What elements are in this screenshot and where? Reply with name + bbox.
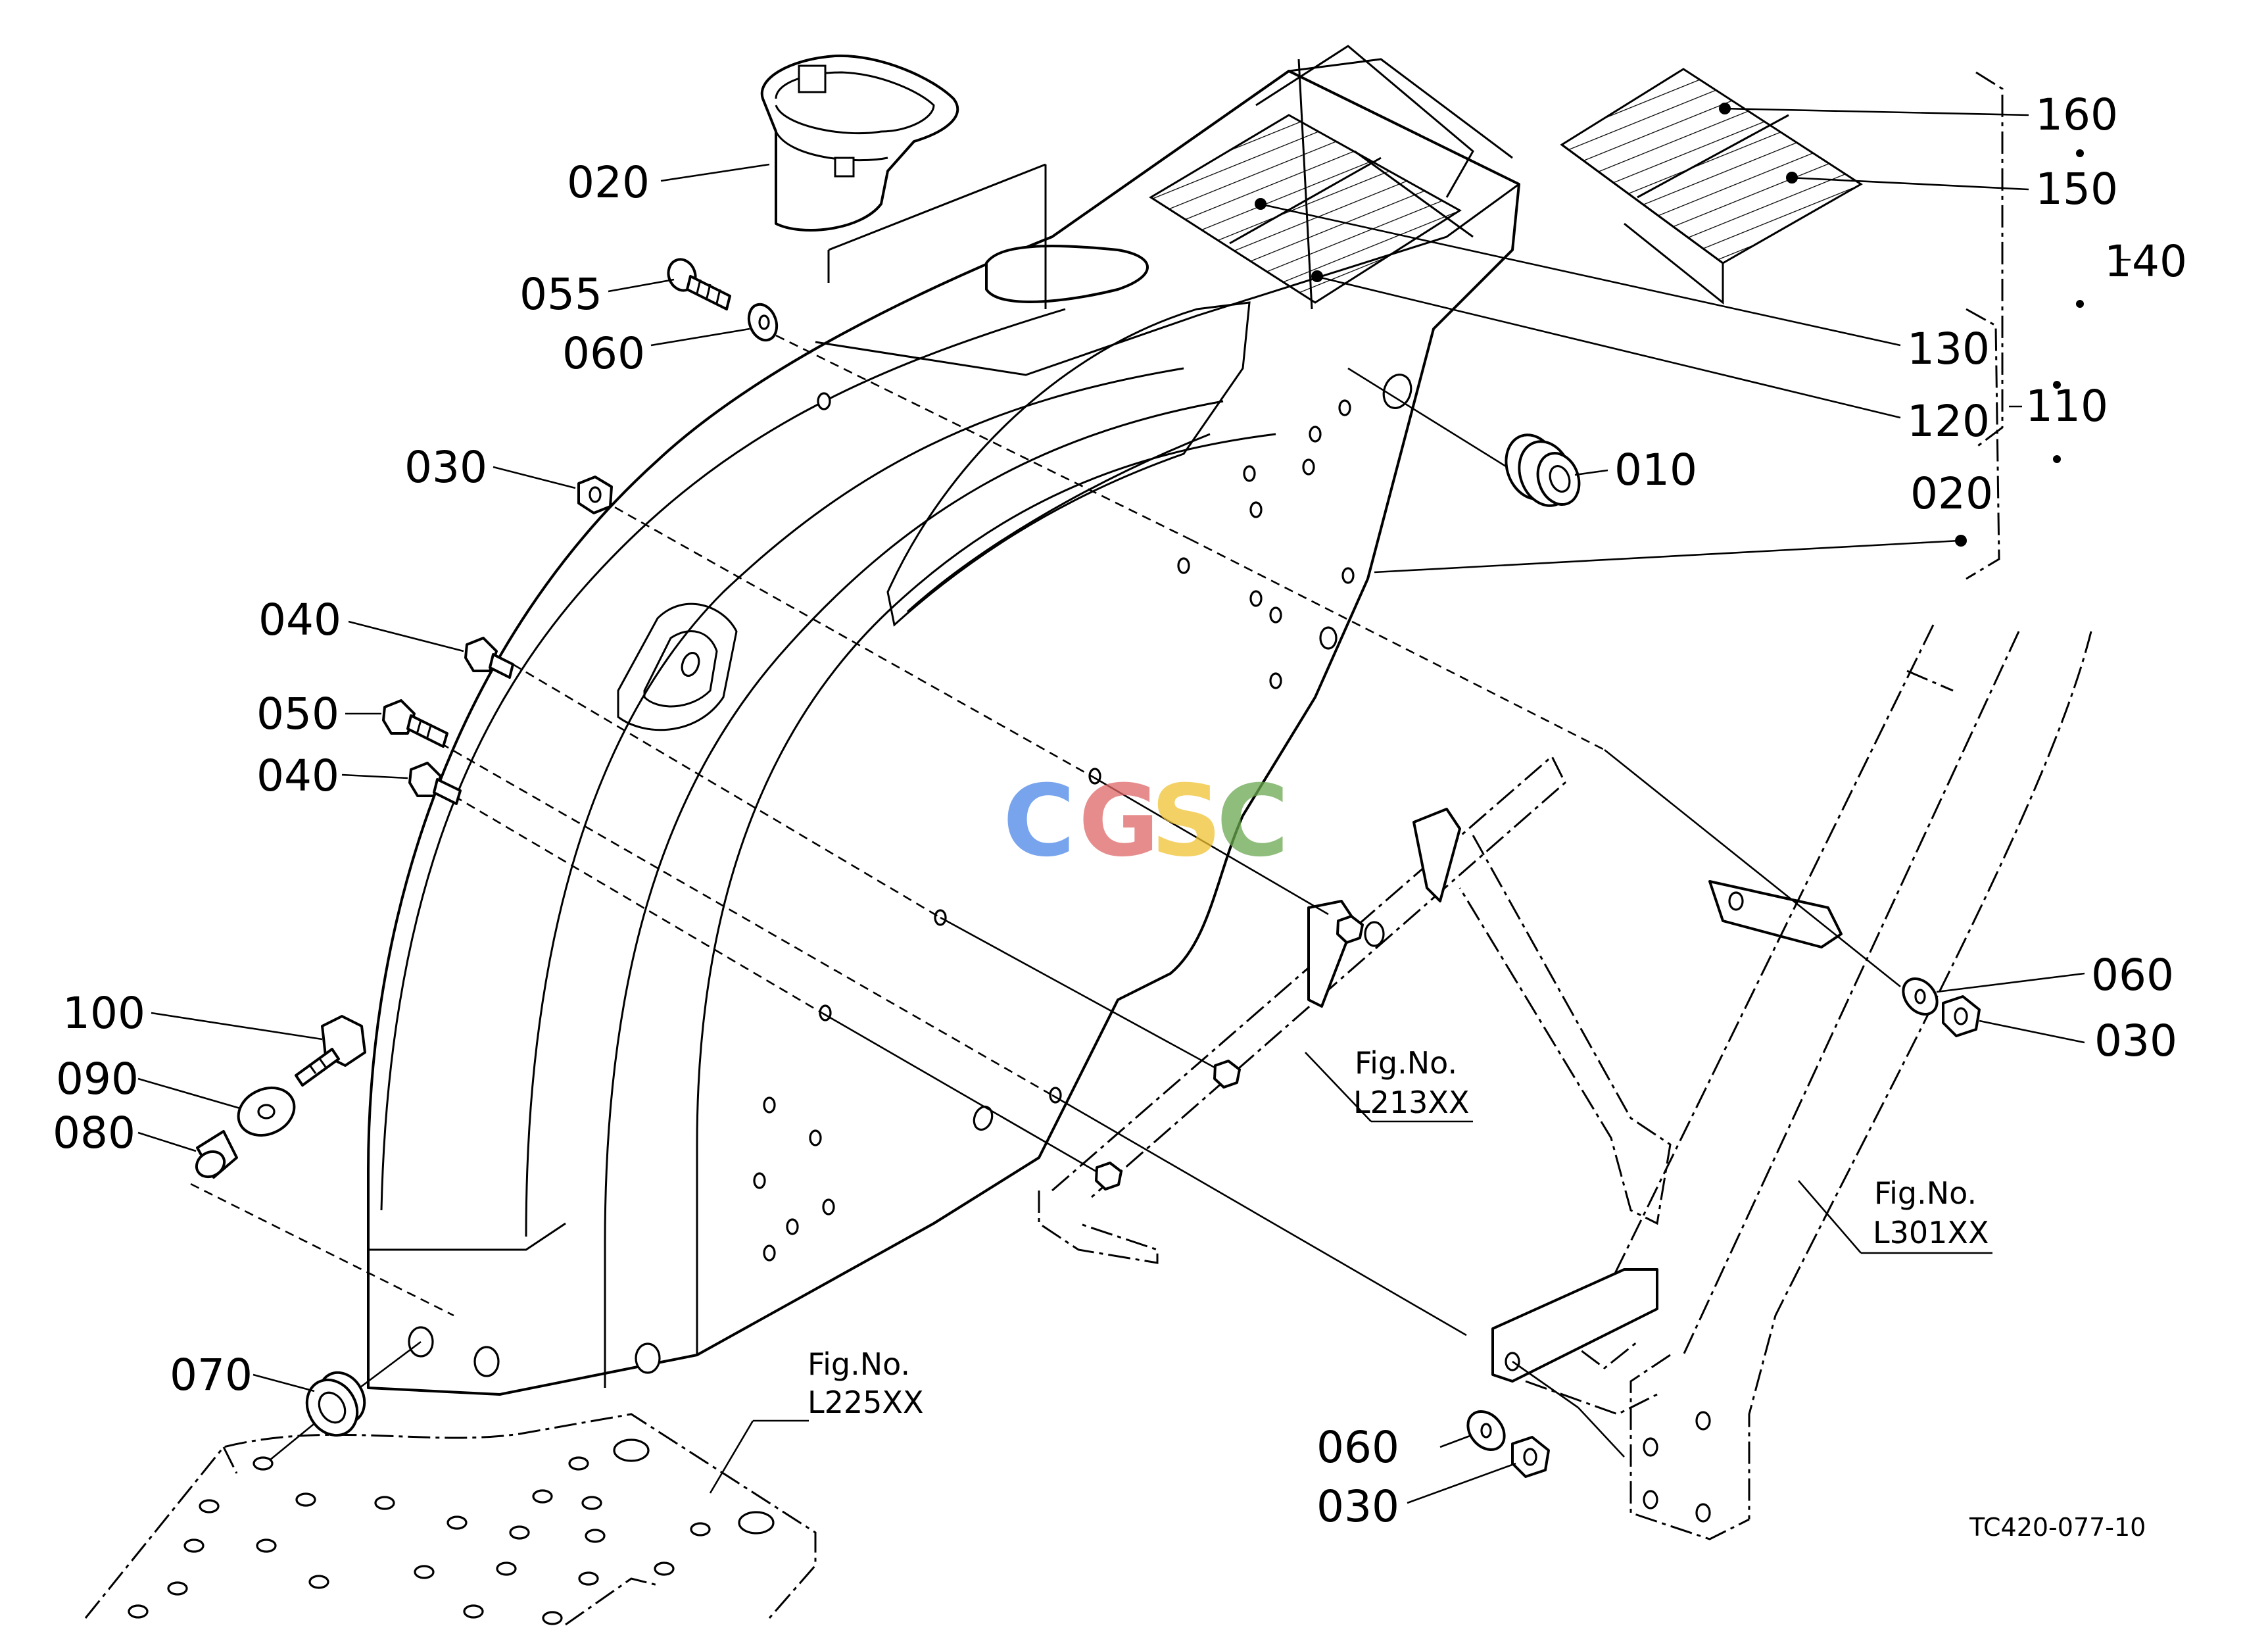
washer-060-top xyxy=(747,303,779,342)
fig-ref-number: L213XX xyxy=(1353,1085,1469,1120)
part-label: 060 xyxy=(1316,1422,1399,1473)
rops-frame xyxy=(1491,624,2092,1540)
part-label: 150 xyxy=(2035,164,2118,214)
watermark-logo: C G S C xyxy=(1003,764,1289,879)
fender-panel xyxy=(367,45,1520,1396)
part-label: 030 xyxy=(2094,1016,2177,1066)
washer-060-right xyxy=(1902,977,1939,1016)
fig-ref-title: Fig.No. xyxy=(1355,1045,1457,1081)
part-label: 040 xyxy=(256,750,339,801)
part-label: 030 xyxy=(1316,1481,1399,1532)
grommet-010 xyxy=(1505,433,1581,507)
stud-100 xyxy=(295,1015,366,1087)
part-labels: 020 055 060 030 040 050 040 100 090 080 … xyxy=(53,89,2187,1532)
part-label: 055 xyxy=(519,269,602,320)
part-label: 070 xyxy=(170,1350,253,1400)
bolt-055 xyxy=(667,258,731,310)
watermark-letter-3: S xyxy=(1151,764,1222,879)
part-label: 040 xyxy=(258,595,341,645)
bolt-040-lower xyxy=(408,762,462,805)
part-label: 060 xyxy=(562,328,645,379)
decal-set xyxy=(1560,68,1863,305)
part-label: 020 xyxy=(1910,468,1993,519)
nut-030-left xyxy=(577,476,613,514)
part-label: 110 xyxy=(2025,381,2108,431)
part-label: 090 xyxy=(56,1054,139,1104)
part-label: 050 xyxy=(256,689,339,739)
fig-ref-title: Fig.No. xyxy=(808,1346,910,1382)
watermark-letter-1: C xyxy=(1003,764,1075,879)
watermark-letter-4: C xyxy=(1217,764,1289,879)
part-label: 030 xyxy=(404,442,487,493)
part-label: 020 xyxy=(567,157,650,208)
part-label: 120 xyxy=(1907,396,1990,447)
fig-ref-number: L301XX xyxy=(1873,1215,1989,1250)
bolt-040-upper xyxy=(464,637,514,679)
floor-plate xyxy=(84,1413,817,1626)
part-label: 080 xyxy=(53,1108,135,1158)
drawing-code: TC420-077-10 xyxy=(1969,1513,2146,1542)
part-label: 100 xyxy=(62,988,145,1039)
fig-ref-number: L225XX xyxy=(808,1385,923,1420)
fig-ref-title: Fig.No. xyxy=(1874,1175,1977,1211)
kit-brackets xyxy=(1966,71,2004,580)
part-label: 160 xyxy=(2035,89,2118,140)
leader-lines xyxy=(137,103,2131,1504)
washer-060-bottom xyxy=(1466,1410,1506,1451)
bolt-050 xyxy=(382,699,448,748)
watermark-letter-2: G xyxy=(1078,764,1159,879)
cup-holder xyxy=(760,54,959,232)
part-label: 140 xyxy=(2104,236,2187,287)
grommet-070 xyxy=(305,1371,366,1437)
part-label: 010 xyxy=(1614,445,1697,495)
assembly-lines xyxy=(190,59,1901,1462)
collar-080 xyxy=(195,1130,238,1179)
nut-030-right xyxy=(1942,995,1981,1037)
nut-030-bottom xyxy=(1511,1436,1550,1478)
part-label: 130 xyxy=(1907,324,1990,374)
washer-090 xyxy=(237,1087,296,1137)
part-label: 060 xyxy=(2091,950,2174,1000)
figure-references: Fig.No. L213XX Fig.No. L301XX Fig.No. L2… xyxy=(808,1045,1989,1420)
bracket-nuts xyxy=(1095,915,1364,1191)
